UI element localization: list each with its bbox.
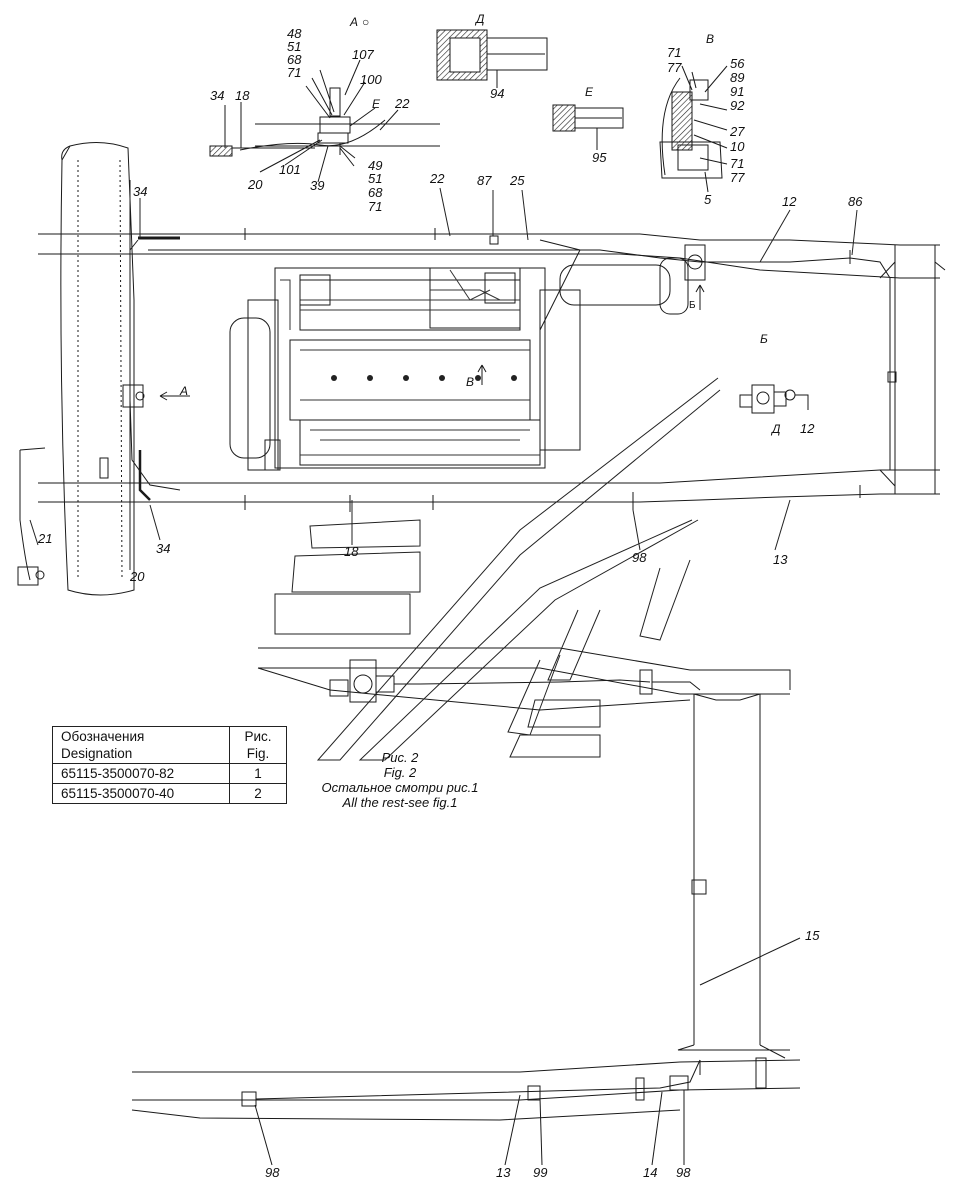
callout: 101 — [279, 162, 301, 177]
hose-21 — [17, 566, 45, 586]
row-designation: 65115-3500070-40 — [52, 783, 230, 804]
callout: 18 — [344, 544, 359, 559]
valve-assembly-a — [99, 384, 145, 479]
callout: 98 — [632, 550, 647, 565]
callout: 39 — [310, 178, 325, 193]
callout: 48 — [287, 26, 302, 41]
header-fig-ru: Рис. — [244, 729, 272, 744]
engine-block — [229, 257, 689, 471]
callout: 22 — [395, 96, 410, 111]
callout: 71 — [368, 199, 383, 214]
designation-table: Обозначения Designation Рис. Fig. 65115-… — [52, 726, 287, 804]
callout: 86 — [848, 194, 863, 209]
callout: 10 — [730, 139, 745, 154]
valve-detail-b — [739, 384, 809, 414]
callout: 12 — [782, 194, 797, 209]
callout: 68 — [368, 185, 383, 200]
front-wheel — [60, 142, 135, 596]
callout: 49 — [368, 158, 383, 173]
callout: 71 — [667, 45, 682, 60]
callout: 87 — [477, 173, 492, 188]
table-row: 65115-3500070-40 2 — [52, 783, 287, 804]
header-fig-en: Fig. — [246, 746, 270, 761]
table-header-row: Обозначения Designation Рис. Fig. — [52, 726, 287, 764]
view-label-b2: Б — [760, 332, 768, 346]
view-rotate-icon: ○ — [362, 15, 370, 29]
perspective-bands — [274, 377, 721, 761]
callout: 5 — [704, 192, 712, 207]
view-label-e-small: Е — [372, 97, 381, 111]
leader-lines-top — [29, 187, 858, 570]
callout: 34 — [156, 541, 171, 556]
arrow-label-b-engine: В — [466, 375, 475, 389]
arrow-label-a: А — [180, 384, 189, 398]
caption-line-3: Остальное смотри рис.1 — [321, 780, 479, 795]
callout: 22 — [430, 171, 445, 186]
view-label-e: Е — [585, 85, 594, 99]
row-fig: 2 — [229, 783, 287, 804]
direction-arrows — [159, 284, 705, 401]
callout: 68 — [287, 52, 302, 67]
callout: 34 — [133, 184, 148, 199]
callout: 13 — [496, 1165, 511, 1180]
callout: 14 — [643, 1165, 658, 1180]
callout: 107 — [352, 47, 374, 62]
caption-line-1: Рис. 2 — [381, 750, 419, 765]
upper-frame-rails — [38, 233, 946, 503]
callout: 77 — [730, 170, 745, 185]
callout: 98 — [676, 1165, 691, 1180]
figure-caption: Рис. 2 Fig. 2 Остальное смотри рис.1 All… — [300, 750, 500, 810]
rail-clips — [244, 228, 897, 512]
callout: 99 — [533, 1165, 548, 1180]
view-label-d: Д — [476, 12, 485, 26]
callout: 21 — [38, 531, 53, 546]
callout: 13 — [773, 552, 788, 567]
view-label-b: В — [706, 32, 715, 46]
detail-view-d — [436, 29, 548, 88]
callout: 71 — [287, 65, 302, 80]
row-fig: 1 — [229, 763, 287, 784]
callout: 91 — [730, 84, 745, 99]
callout: 51 — [368, 171, 383, 186]
pipe-lines — [19, 236, 891, 581]
header-designation-ru: Обозначения — [61, 729, 145, 744]
callout: 20 — [248, 177, 263, 192]
callout: 18 — [235, 88, 250, 103]
callout: 89 — [730, 70, 745, 85]
callout: 15 — [805, 928, 820, 943]
callout: 71 — [730, 156, 745, 171]
callout: 56 — [730, 56, 745, 71]
callout: 27 — [730, 124, 745, 139]
caption-line-2: Fig. 2 — [383, 765, 417, 780]
detail-view-e — [552, 104, 624, 150]
header-designation: Обозначения Designation — [52, 726, 230, 764]
callout: 92 — [730, 98, 745, 113]
callout: 12 — [800, 421, 815, 436]
detail-view-a — [209, 59, 440, 183]
header-fig: Рис. Fig. — [229, 726, 287, 764]
caption-line-4: All the rest-see fig.1 — [342, 795, 458, 810]
valve-assembly-right — [684, 244, 725, 281]
view-label-a: А — [350, 15, 359, 29]
callout: 94 — [490, 86, 505, 101]
view-label-d-small: Д — [772, 422, 781, 436]
callout: 51 — [287, 39, 302, 54]
callout: 34 — [210, 88, 225, 103]
callout: 98 — [265, 1165, 280, 1180]
callout: 77 — [667, 60, 682, 75]
callout: 20 — [130, 569, 145, 584]
row-designation: 65115-3500070-82 — [52, 763, 230, 784]
arrow-label-b-small: Б — [689, 300, 696, 311]
callout: 25 — [510, 173, 525, 188]
header-designation-en: Designation — [61, 746, 133, 761]
callout: 100 — [360, 72, 382, 87]
detail-view-b — [659, 65, 728, 193]
table-row: 65115-3500070-82 1 — [52, 763, 287, 784]
callout: 95 — [592, 150, 607, 165]
